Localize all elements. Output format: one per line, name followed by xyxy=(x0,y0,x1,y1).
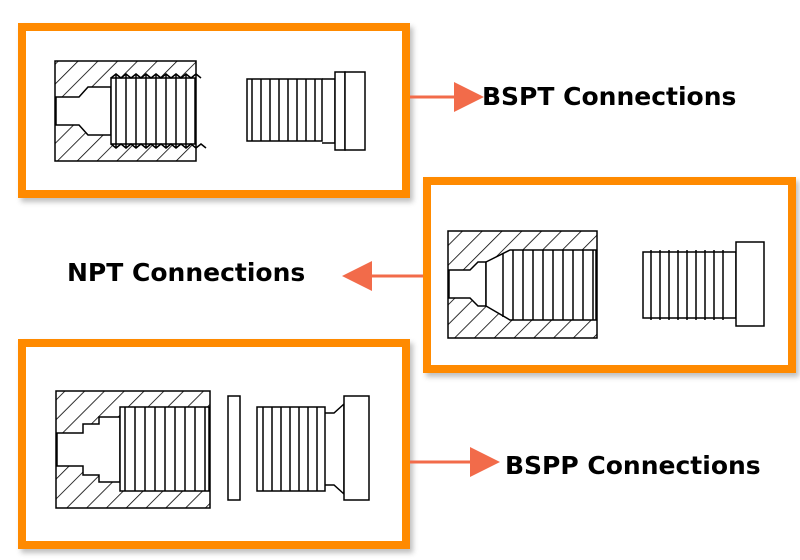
bspp-female-port xyxy=(55,390,211,509)
bspt-male-plug xyxy=(246,71,366,151)
bspp-male-plug xyxy=(256,395,370,501)
npt-label: NPT Connections xyxy=(67,258,306,287)
bspp-label: BSPP Connections xyxy=(505,451,761,480)
bspt-label: BSPT Connections xyxy=(482,82,737,111)
npt-female-port xyxy=(447,230,598,339)
bspp-sealing-washer xyxy=(227,395,241,501)
bspt-female-port xyxy=(54,60,207,162)
npt-male-plug xyxy=(642,241,765,327)
